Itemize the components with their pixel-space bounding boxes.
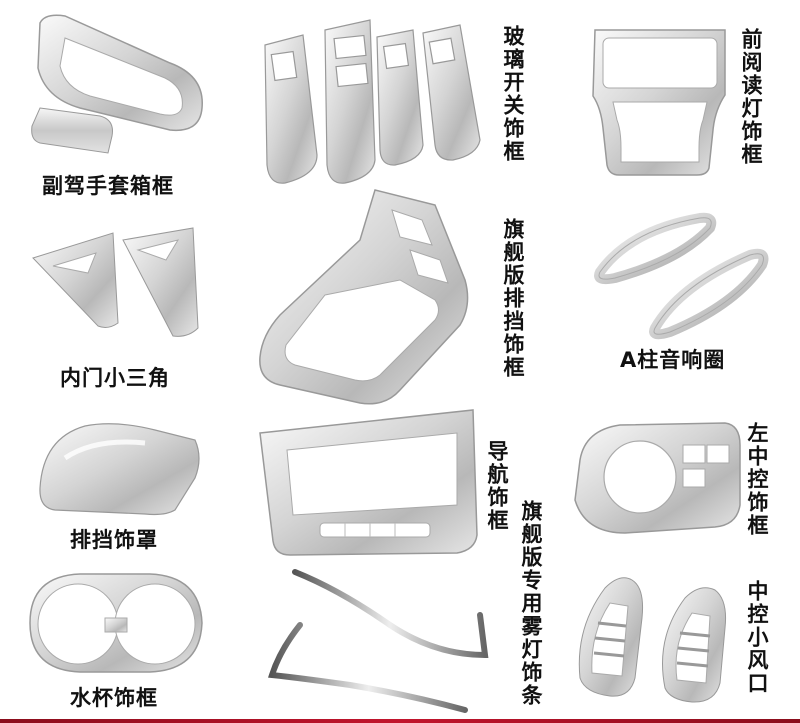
window-switch-frame-label: 玻璃开关饰框 [501,25,525,163]
window-switch-frames-image [264,19,481,184]
reading-light-frame-label: 前阅读灯饰框 [739,28,763,166]
gear-shift-frame-image [259,189,469,405]
cup-holder-frame-image [29,573,203,673]
navigation-frame-image [259,409,478,556]
vent-frame-label: 中控小风口 [745,580,769,695]
navigation-frame-label: 导航饰框 [485,440,509,532]
glovebox-frame-image [31,14,203,154]
left-console-frame-image [574,422,741,534]
left-console-frame-label: 左中控饰框 [745,422,769,537]
speaker-ring-label: A柱音响圈 [620,348,726,372]
gear-shift-frame-label: 旗舰版排挡饰框 [501,218,525,379]
fog-light-strip-label: 旗舰版专用雾灯饰条 [519,500,543,707]
cup-holder-frame-label: 水杯饰框 [70,686,158,710]
bottom-accent-bar [0,719,800,723]
fog-light-strip-image [268,569,489,713]
inner-door-triangle-image [32,227,199,337]
glovebox-frame-label: 副驾手套箱框 [42,174,174,198]
inner-door-triangle-label: 内门小三角 [60,366,170,390]
reading-light-frame-image [592,29,726,176]
gear-cover-image [39,423,200,516]
vent-frame-image [578,577,726,703]
gear-cover-label: 排挡饰罩 [70,528,158,552]
speaker-ring-image [594,212,769,340]
